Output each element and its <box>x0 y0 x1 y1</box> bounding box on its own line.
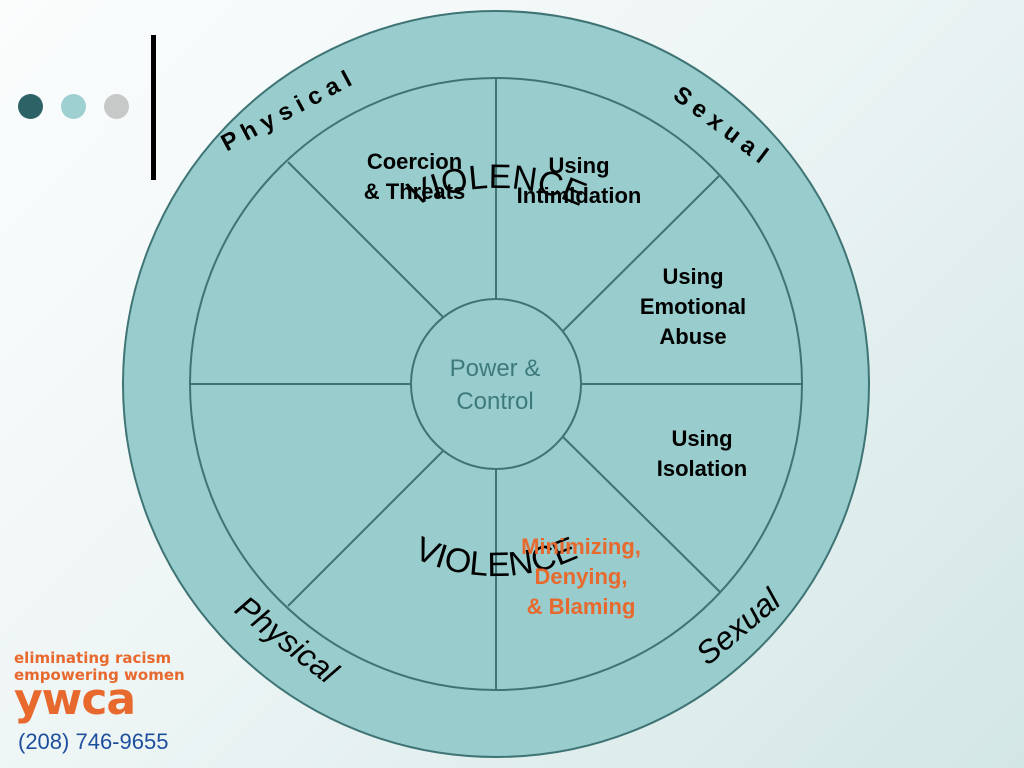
tagline-line: empowering women <box>14 666 185 684</box>
phone-number: (208) 746-9655 <box>18 729 169 754</box>
title-divider-bar <box>151 35 156 180</box>
wedge-label-isolation: Using Isolation <box>637 424 767 484</box>
bullet-dot-dark-icon <box>18 94 43 119</box>
ywca-logo: ywca <box>14 674 136 725</box>
wedge-label-intimidation: Using Intimidation <box>503 151 655 211</box>
wedge-label-line: Coercion <box>366 149 463 174</box>
wedge-label-line: Minimizing, <box>521 534 641 559</box>
wedge-label-line: & Blaming <box>526 594 636 619</box>
wedge-label-line: Denying, <box>534 564 628 589</box>
wedge-label-line: Using <box>662 264 724 289</box>
wedge-label-line: Emotional <box>639 294 747 319</box>
bullet-dot-gray-icon <box>104 94 129 119</box>
tagline-line: eliminating racism <box>14 649 172 667</box>
hub-label-power-control: Power & Control <box>449 355 541 415</box>
spokes <box>190 78 802 690</box>
wedge-label-line: Using <box>671 426 733 451</box>
wedge-label-line: Abuse <box>659 324 727 349</box>
bullet-dot-light-icon <box>61 94 86 119</box>
wedge-label-emotional-abuse: Using Emotional Abuse <box>622 262 764 352</box>
wedge-label-line: Isolation <box>656 456 748 481</box>
wedge-label-minimizing-denying-blaming: Minimizing, Denying, & Blaming <box>497 532 665 622</box>
ywca-tagline: eliminating racism empowering women <box>14 650 185 684</box>
wedge-label-coercion-threats: Coercion & Threats <box>352 147 477 207</box>
hub-circle <box>410 298 582 470</box>
wedge-label-line: Using <box>548 153 610 178</box>
wedge-label-line: & Threats <box>363 179 466 204</box>
wedge-label-line: Intimidation <box>516 183 642 208</box>
